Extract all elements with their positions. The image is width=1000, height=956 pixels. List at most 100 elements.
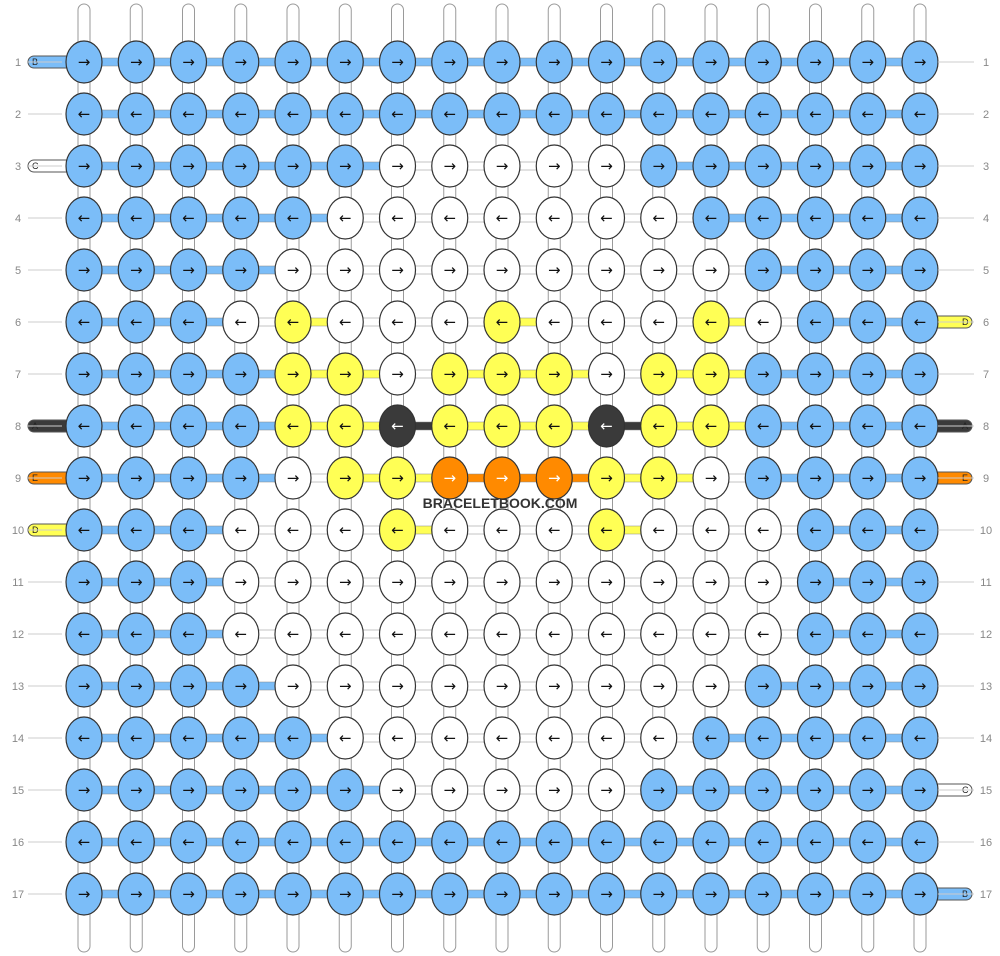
knot: → [849, 248, 887, 292]
knot-ellipse [65, 456, 103, 500]
knot-ellipse [274, 144, 312, 188]
arrow-left-icon: ← [600, 625, 613, 643]
knot: → [640, 872, 678, 916]
knot: ← [692, 716, 730, 760]
knot: ← [431, 716, 469, 760]
knot: → [849, 352, 887, 396]
knot-ellipse [849, 404, 887, 448]
knot-ellipse [640, 612, 678, 656]
knot-ellipse [222, 300, 260, 344]
knot-ellipse [65, 820, 103, 864]
arrow-left-icon: ← [705, 105, 718, 123]
arrow-left-icon: ← [809, 209, 822, 227]
knot-ellipse [483, 144, 521, 188]
arrow-left-icon: ← [391, 105, 404, 123]
arrow-left-icon: ← [600, 209, 613, 227]
knot: → [692, 664, 730, 708]
arrow-right-icon: → [234, 573, 247, 591]
arrow-right-icon: → [391, 573, 404, 591]
arrow-left-icon: ← [78, 833, 91, 851]
knot: → [378, 40, 417, 84]
knot: ← [117, 196, 155, 240]
arrow-left-icon: ← [652, 521, 665, 539]
knot-ellipse [796, 352, 835, 396]
knot: → [744, 872, 782, 916]
knot-ellipse [326, 560, 364, 604]
knot-ellipse [849, 300, 887, 344]
knot-ellipse [222, 456, 260, 500]
knot-ellipse [849, 508, 887, 552]
arrow-left-icon: ← [861, 313, 874, 331]
knot: → [326, 664, 364, 708]
arrow-left-icon: ← [234, 313, 247, 331]
knot-ellipse [744, 716, 782, 760]
knot: → [535, 456, 573, 500]
knot: ← [849, 196, 887, 240]
arrow-left-icon: ← [182, 417, 195, 435]
knot: → [640, 768, 678, 812]
knot-ellipse [431, 716, 469, 760]
knot-ellipse [640, 40, 678, 84]
knot: ← [326, 404, 364, 448]
knot: → [274, 560, 312, 604]
knot-ellipse [640, 820, 678, 864]
knot-ellipse [692, 352, 730, 396]
arrow-right-icon: → [234, 365, 247, 383]
knot-ellipse [692, 508, 730, 552]
knot-ellipse [431, 820, 469, 864]
knot: → [796, 144, 835, 188]
arrow-right-icon: → [548, 261, 561, 279]
knot: ← [796, 404, 835, 448]
knot-ellipse [222, 40, 260, 84]
knot-ellipse [744, 196, 782, 240]
knot: → [535, 560, 573, 604]
arrow-left-icon: ← [182, 625, 195, 643]
arrow-right-icon: → [600, 261, 613, 279]
arrow-right-icon: → [78, 157, 91, 175]
knot-ellipse [535, 144, 573, 188]
knot-ellipse [535, 872, 573, 916]
knot-ellipse [587, 768, 626, 812]
arrow-left-icon: ← [443, 417, 456, 435]
knot: ← [587, 716, 626, 760]
knot: ← [901, 196, 939, 240]
knot-ellipse [431, 872, 469, 916]
knot-ellipse [640, 300, 678, 344]
knot: → [849, 664, 887, 708]
knot-ellipse [117, 872, 155, 916]
knot: → [378, 664, 417, 708]
knot: ← [431, 404, 469, 448]
row-number-left: 13 [12, 681, 24, 693]
knot: ← [692, 508, 730, 552]
arrow-right-icon: → [705, 365, 718, 383]
knot: → [326, 456, 364, 500]
arrow-right-icon: → [548, 677, 561, 695]
arrow-right-icon: → [130, 53, 143, 71]
arrow-left-icon: ← [548, 209, 561, 227]
knot: → [431, 144, 469, 188]
knot-ellipse [587, 664, 626, 708]
knot: → [274, 352, 312, 396]
knot: ← [849, 300, 887, 344]
knot: → [169, 144, 208, 188]
knot-ellipse [796, 612, 835, 656]
knot-ellipse [274, 820, 312, 864]
knot: ← [692, 404, 730, 448]
arrow-right-icon: → [705, 261, 718, 279]
knot: → [274, 664, 312, 708]
knot: → [483, 768, 521, 812]
knot-ellipse [587, 248, 626, 292]
arrow-right-icon: → [600, 885, 613, 903]
knot-ellipse [117, 92, 155, 136]
knot: ← [849, 716, 887, 760]
knot: ← [274, 508, 312, 552]
knot-ellipse [483, 612, 521, 656]
knot: ← [117, 300, 155, 344]
knot-ellipse [587, 456, 626, 500]
knot: → [901, 560, 939, 604]
knot: → [483, 352, 521, 396]
knot: ← [744, 820, 782, 864]
knot-ellipse [169, 248, 208, 292]
knot-ellipse [849, 352, 887, 396]
knot-ellipse [378, 508, 417, 552]
